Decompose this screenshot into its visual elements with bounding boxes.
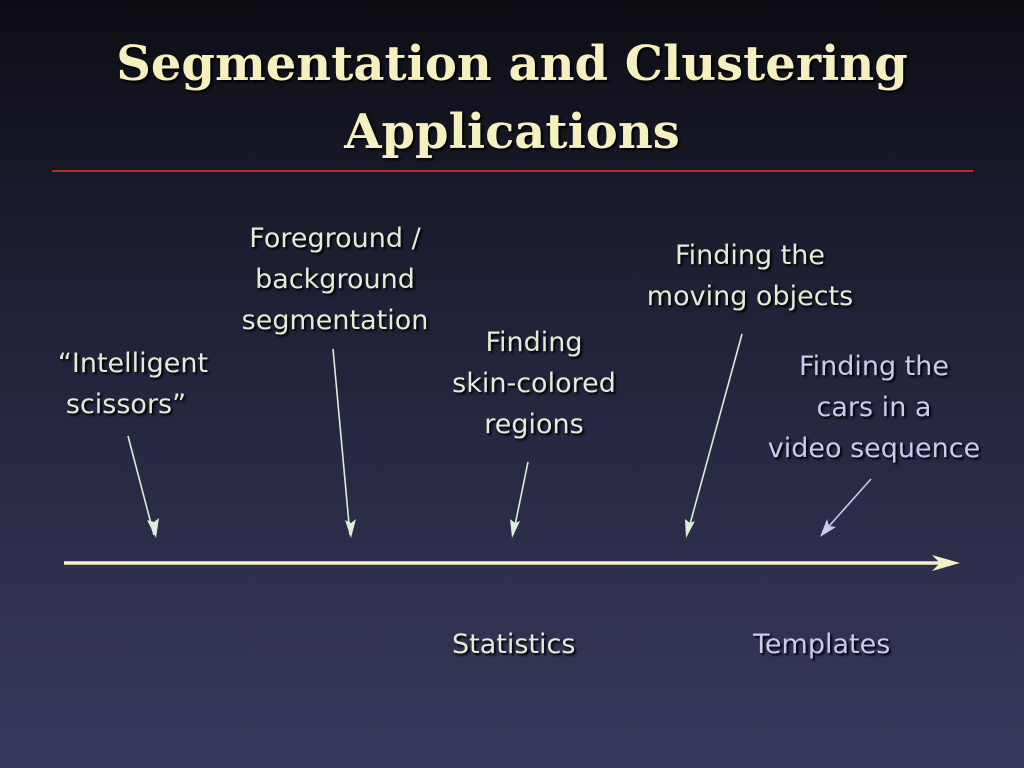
arrowhead-cars-video — [820, 519, 836, 537]
axis-label-statistics: Statistics — [452, 629, 576, 660]
arrowhead-intelligent-scissors — [147, 518, 159, 538]
label-line: background — [255, 264, 415, 295]
axis-label-templates: Templates — [753, 629, 891, 660]
slide-title-line-1: Segmentation and Clustering — [116, 36, 908, 92]
label-line: moving objects — [646, 281, 854, 312]
label-line: skin-colored — [452, 368, 616, 399]
title-divider — [52, 170, 973, 172]
label-line: Finding the — [675, 240, 825, 271]
label-line: Finding — [485, 327, 583, 358]
label-line: video sequence — [767, 433, 981, 464]
label-intelligent-scissors: “Intelligent scissors” — [50, 343, 216, 425]
label-moving-objects: Finding the moving objects — [630, 235, 870, 317]
arrowhead-moving-objects — [685, 519, 695, 538]
label-line: regions — [484, 409, 584, 440]
timeline-axis-arrowhead — [932, 555, 960, 571]
label-line: “Intelligent — [57, 348, 209, 379]
arrow-foreground-background — [332, 348, 351, 536]
slide-title: Segmentation and Clustering Applications — [0, 30, 1024, 166]
arrow-cars-video — [821, 478, 872, 535]
label-line: Foreground / — [249, 223, 421, 254]
arrowhead-foreground-background — [345, 519, 356, 538]
label-skin-colored-regions: Finding skin-colored regions — [434, 322, 634, 445]
arrowhead-skin-colored-regions — [510, 519, 520, 538]
label-cars-video-sequence: Finding the cars in a video sequence — [752, 346, 996, 469]
label-line: scissors” — [65, 389, 187, 420]
label-line: Finding the — [799, 351, 949, 382]
label-line: segmentation — [241, 305, 429, 336]
label-line: cars in a — [816, 392, 932, 423]
label-foreground-background-segmentation: Foreground / background segmentation — [232, 218, 438, 341]
arrow-moving-objects — [686, 333, 743, 536]
arrow-intelligent-scissors — [127, 435, 155, 536]
slide-title-line-2: Applications — [344, 104, 680, 160]
